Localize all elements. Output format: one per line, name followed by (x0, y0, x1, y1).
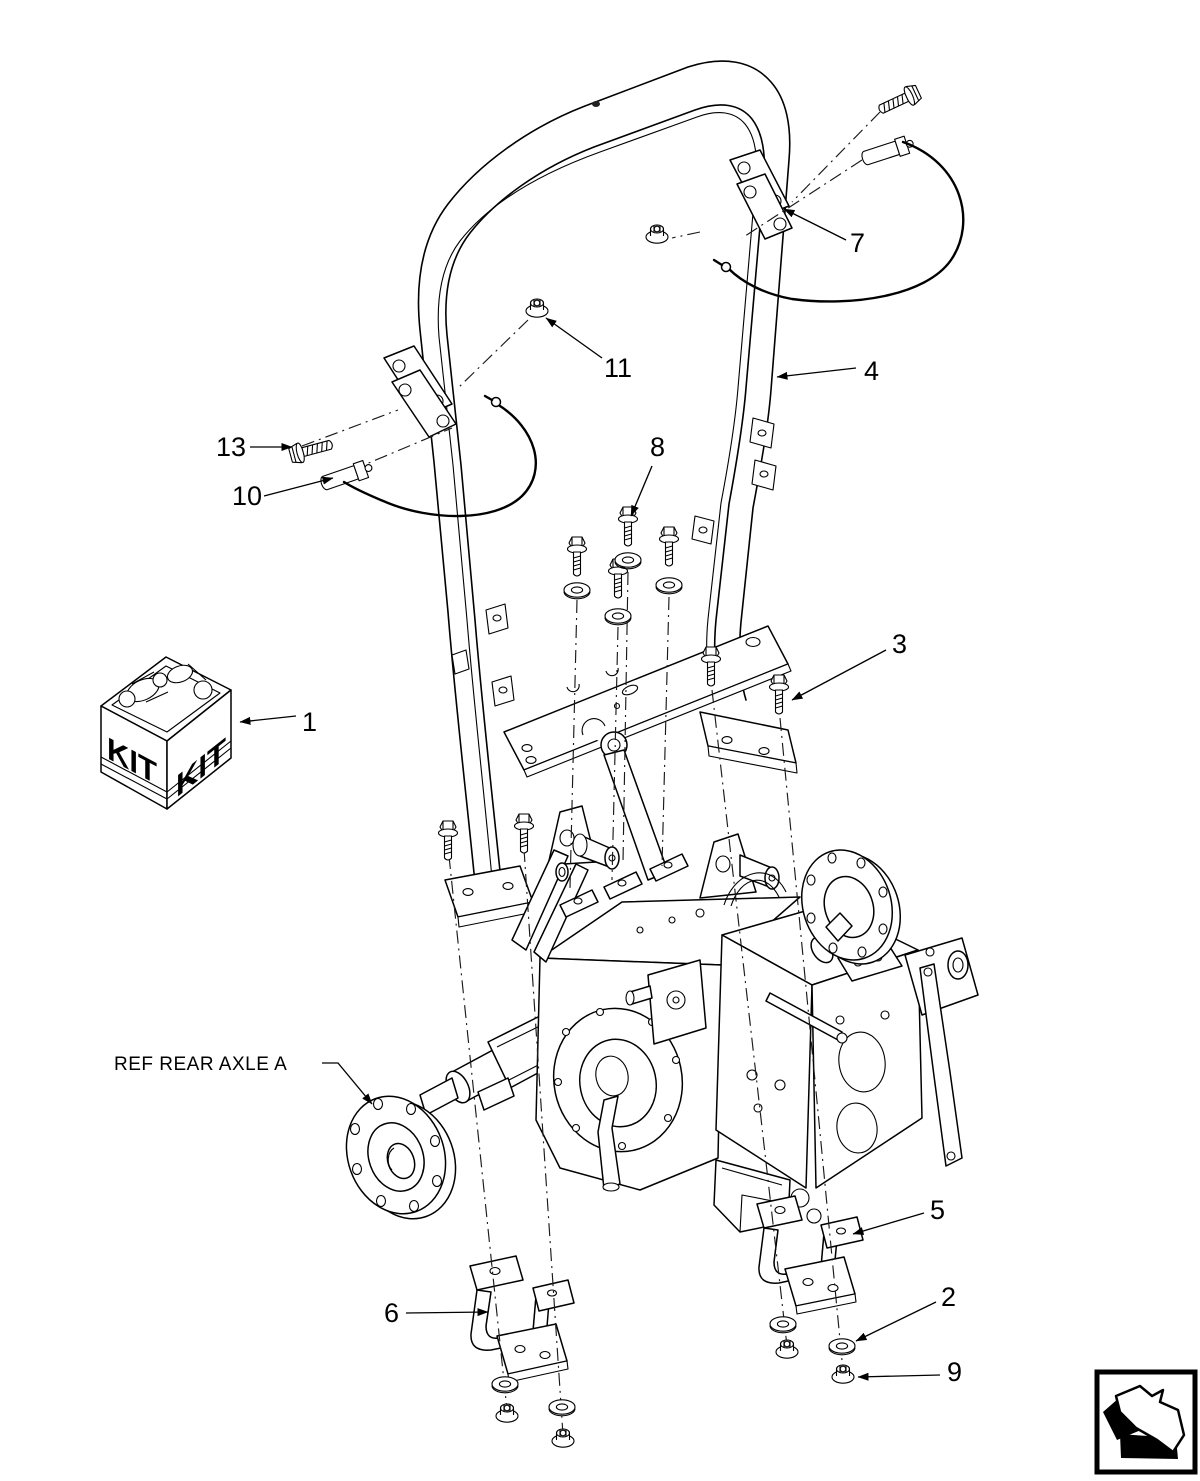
lynch-pin-item-10 (318, 457, 376, 494)
callout-8: 8 (630, 432, 665, 517)
lynch-pin-item-7 (859, 133, 917, 169)
callout-9: 9 (857, 1357, 962, 1387)
bolt-item-13 (287, 434, 336, 466)
rops-frame (383, 60, 798, 928)
callout-11-label: 11 (604, 353, 632, 383)
callout-13-label: 13 (216, 432, 246, 462)
callout-1: 1 (239, 707, 317, 737)
callout-3: 3 (791, 629, 907, 701)
right-foot-plate (699, 711, 798, 774)
callout-10-label: 10 (232, 481, 262, 511)
callout-7-label: 7 (850, 228, 865, 258)
transaxle (345, 731, 979, 1233)
nut-item-9 (831, 1364, 855, 1384)
callout-7: 7 (783, 208, 865, 258)
callout-3-label: 3 (892, 629, 907, 659)
lower-bracket-right (756, 1195, 864, 1315)
lift-arms (511, 731, 669, 963)
left-hinge-bracket (383, 345, 457, 438)
kit-box: KIT KIT (100, 656, 232, 810)
bolt-item-7 (874, 82, 924, 120)
page-continue-arrow-icon[interactable] (1094, 1369, 1198, 1475)
callout-2-label: 2 (941, 1282, 956, 1312)
washer-item-2 (828, 1338, 856, 1356)
callout-4-label: 4 (864, 356, 879, 386)
callout-6-label: 6 (384, 1298, 399, 1328)
crossbar-hole (592, 101, 600, 107)
flange-bolt (566, 536, 588, 577)
callout-1-label: 1 (302, 707, 317, 737)
shift-lever (597, 1095, 621, 1190)
frame-tabs (451, 417, 777, 707)
callout-5-label: 5 (930, 1195, 945, 1225)
lanyard-cables (342, 140, 965, 518)
bolt-item-8 (617, 506, 639, 547)
callout-5: 5 (852, 1195, 945, 1235)
bolt-item-3 (768, 674, 790, 715)
right-axle-flange (800, 849, 902, 965)
left-foot-plate (444, 865, 535, 928)
assembly-centerlines (301, 111, 881, 1436)
mount-bosses (559, 853, 689, 918)
callouts: 1 2 3 4 5 6 7 8 9 10 11 13 (216, 208, 962, 1387)
kit-box-contents (118, 663, 213, 708)
callout-2: 2 (855, 1282, 956, 1342)
reference-callout: REF REAR AXLE A (114, 1054, 373, 1105)
control-lever (919, 963, 963, 1167)
callout-11: 11 (545, 317, 632, 383)
lower-bracket-left (469, 1255, 575, 1383)
nut-item-11 (525, 298, 549, 318)
right-hinge-bracket (729, 149, 793, 240)
callout-9-label: 9 (947, 1357, 962, 1387)
hardware (287, 82, 965, 1448)
callout-10: 10 (232, 476, 334, 511)
callout-6: 6 (384, 1298, 489, 1328)
callout-4: 4 (776, 356, 879, 386)
left-axle-flange (345, 1095, 457, 1220)
callout-8-label: 8 (650, 432, 665, 462)
callout-13: 13 (216, 432, 293, 462)
ref-rear-axle-label: REF REAR AXLE A (114, 1054, 287, 1075)
axle-housing-cover (552, 1007, 684, 1153)
